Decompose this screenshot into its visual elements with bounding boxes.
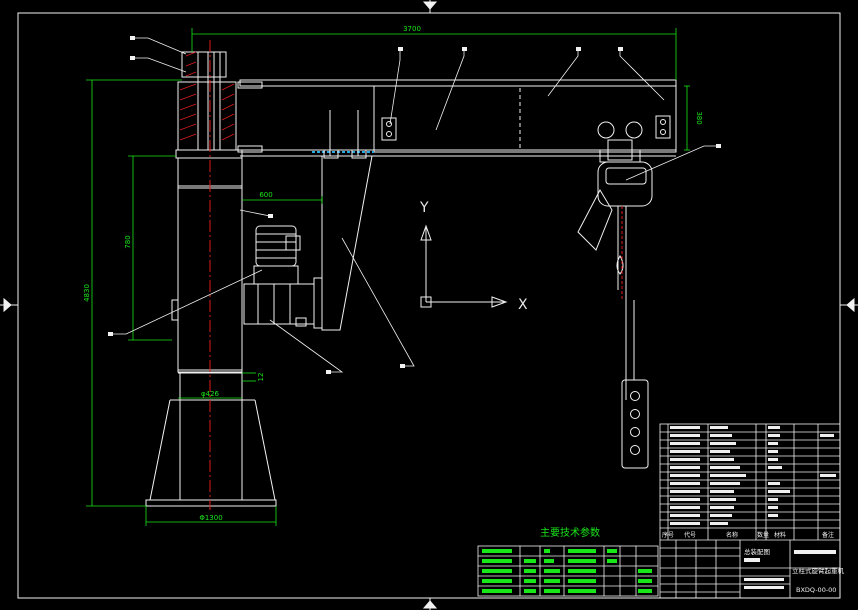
dim-base-width: Φ1300	[199, 514, 222, 522]
dim-motor-width: 600	[259, 191, 272, 199]
pillar	[145, 51, 277, 507]
bom-header-no: 序号	[662, 531, 674, 539]
dim-mid-height: 780	[124, 235, 132, 248]
dim-span-top: 3700	[403, 25, 421, 33]
axis-x-label: X	[518, 297, 528, 313]
dim-gap: 12	[257, 373, 265, 382]
axis-y-label: Y	[419, 200, 429, 216]
balloon-marks	[108, 36, 721, 374]
slewing-motor	[243, 225, 323, 329]
jib-beam	[239, 79, 677, 157]
rotation-arm	[321, 110, 373, 331]
params-table-title: 主要技术参数	[540, 526, 600, 539]
dim-total-height: 4830	[83, 284, 91, 302]
bom-header-name: 名称	[726, 531, 738, 539]
dimension-lines	[86, 28, 690, 526]
bom-header-material: 材料	[774, 531, 786, 539]
bom-header-code: 代号	[684, 531, 696, 539]
dim-pillar-dia: φ426	[201, 390, 220, 398]
params-table	[477, 545, 659, 597]
params-table-cells	[482, 549, 652, 593]
bom-table	[659, 423, 841, 599]
leader-lines	[112, 37, 718, 373]
drawing-title: 总装配图	[744, 547, 770, 556]
ucs-axis-icon	[420, 224, 508, 308]
dim-beam-height: 380	[695, 111, 703, 124]
bom-header-qty: 数量	[757, 531, 769, 539]
hoist	[577, 121, 653, 469]
drawing-number: BXDQ-00-00	[796, 586, 836, 594]
bom-header-note: 备注	[822, 531, 834, 539]
gearbox-hatch	[179, 51, 235, 141]
bom-cells	[670, 426, 836, 589]
product-name: 立柱式旋臂起重机	[792, 566, 845, 575]
